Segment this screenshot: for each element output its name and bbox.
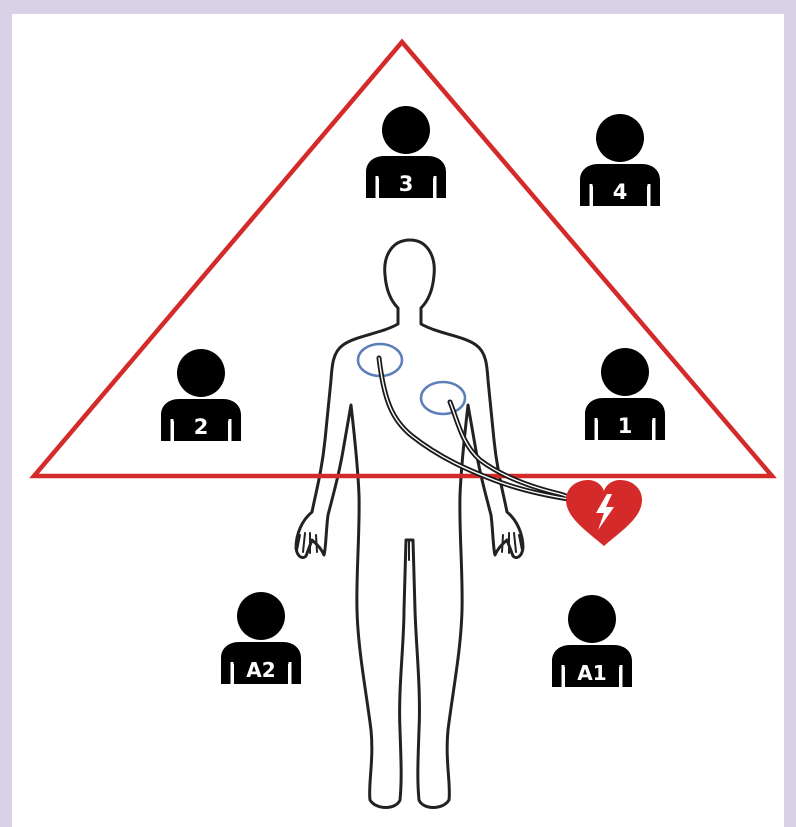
aed-cables	[379, 358, 578, 506]
person-silhouette-icon	[382, 106, 430, 154]
rescuer-a1: A1	[552, 595, 632, 687]
person-silhouette-icon	[596, 114, 644, 162]
rescuer-label: 2	[194, 415, 209, 439]
aed-heart-icon	[566, 480, 642, 546]
person-silhouette-icon	[568, 595, 616, 643]
patient-body-outline	[296, 240, 523, 808]
rescuer-2: 2	[161, 349, 241, 441]
rescuer-label: A1	[577, 661, 606, 685]
person-silhouette-icon	[601, 348, 649, 396]
rescuer-group: 3 4 2 1A2 A1	[161, 106, 665, 687]
rescuer-3: 3	[366, 106, 446, 198]
rescuer-4: 4	[580, 114, 660, 206]
rescuer-label: 4	[613, 180, 628, 204]
person-silhouette-icon	[177, 349, 225, 397]
rescuer-label: A2	[246, 658, 275, 682]
rescuer-label: 1	[618, 414, 633, 438]
electrode-pad-left-side	[421, 382, 465, 414]
rescuer-1: 1	[585, 348, 665, 440]
person-silhouette-icon	[237, 592, 285, 640]
rescuer-a2: A2	[221, 592, 301, 684]
rescuer-label: 3	[399, 172, 414, 196]
